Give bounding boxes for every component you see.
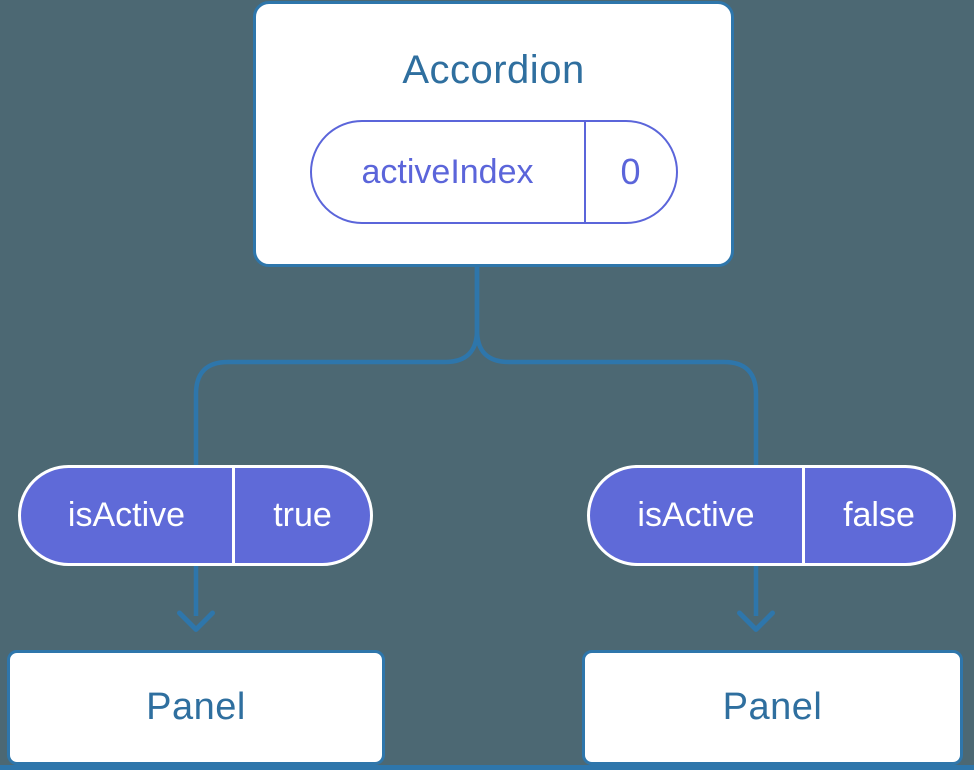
component-title: Accordion bbox=[402, 48, 585, 92]
connector-left-branch bbox=[193, 266, 480, 616]
panel-right-title: Panel bbox=[722, 686, 823, 728]
state-pill-value: 0 bbox=[583, 122, 676, 222]
prop-pill-left-value: true bbox=[232, 468, 370, 563]
panel-card-left: Panel bbox=[7, 650, 385, 765]
prop-pill-left-label: isActive bbox=[67, 496, 186, 534]
accordion-component-card: Accordion activeIndex 0 bbox=[253, 1, 734, 267]
prop-pill-right-value: false bbox=[802, 468, 953, 563]
prop-pill-right-label: isActive bbox=[637, 496, 755, 534]
prop-pill-right: isActive false bbox=[587, 465, 956, 566]
panel-left-title: Panel bbox=[146, 686, 246, 728]
connector-right-branch bbox=[474, 266, 759, 616]
bottom-edge-band bbox=[0, 765, 974, 770]
right-arrow-down-icon bbox=[737, 610, 775, 632]
state-pill-label: activeIndex bbox=[361, 152, 534, 191]
prop-pill-left: isActive true bbox=[18, 465, 373, 566]
panel-card-right: Panel bbox=[582, 650, 963, 765]
state-pill: activeIndex 0 bbox=[309, 120, 678, 224]
left-arrow-down-icon bbox=[177, 610, 215, 632]
